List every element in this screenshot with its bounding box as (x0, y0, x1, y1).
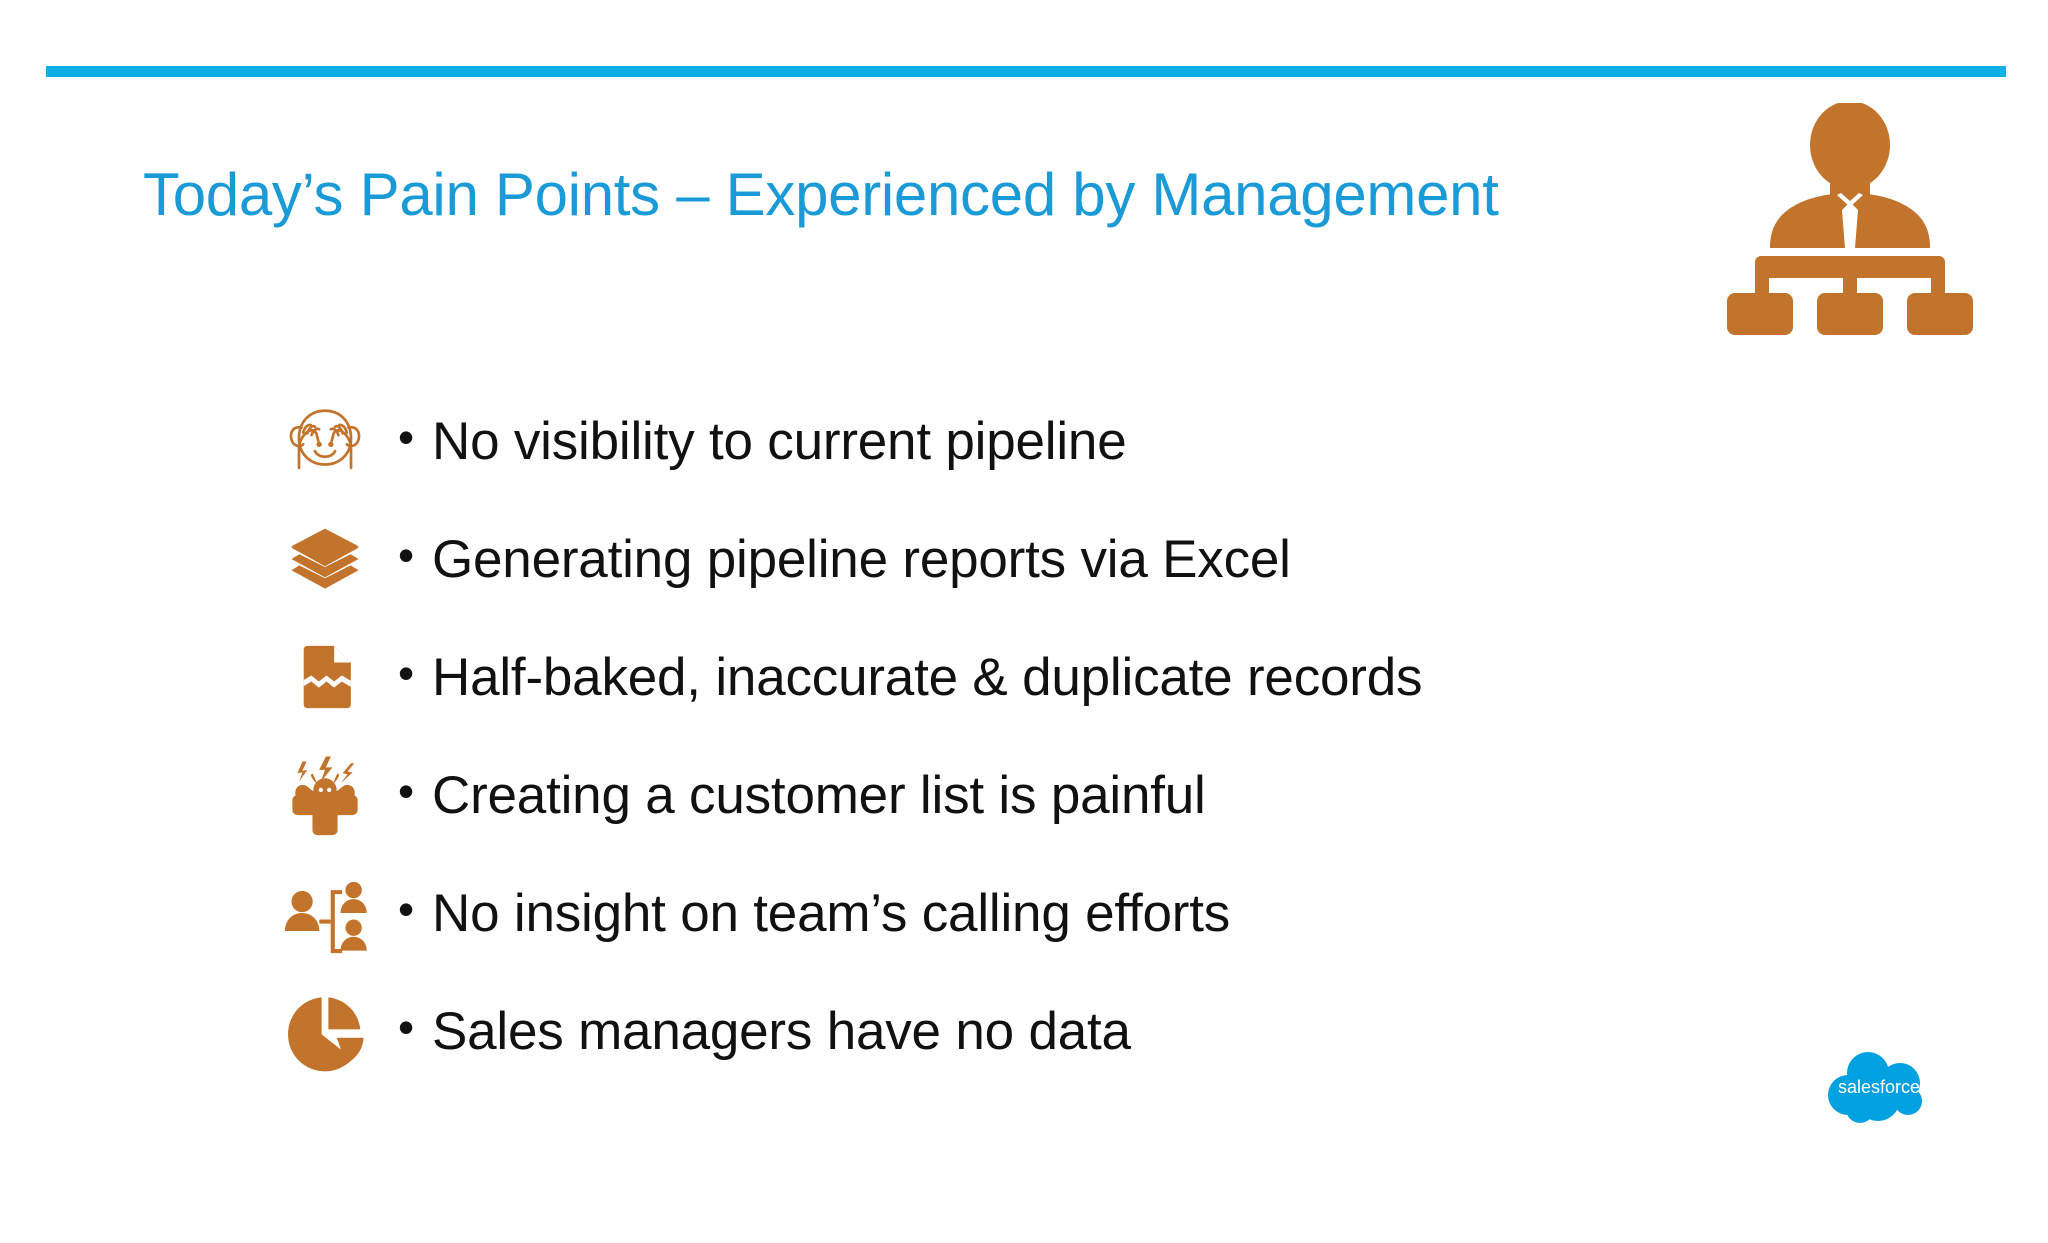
list-item: • Creating a customer list is painful (270, 736, 1770, 854)
frustrated-person-icon (270, 745, 380, 845)
torn-document-icon (270, 627, 380, 727)
list-item: • Sales managers have no data (270, 972, 1770, 1090)
list-item-label: No insight on team’s calling efforts (432, 883, 1231, 943)
list-item: • Half-baked, inaccurate & duplicate rec… (270, 618, 1770, 736)
list-item-label: Creating a customer list is painful (432, 765, 1206, 825)
list-item-label: Generating pipeline reports via Excel (432, 529, 1291, 589)
list-item-label: Sales managers have no data (432, 1001, 1131, 1061)
salesforce-logo: salesforce (1826, 1051, 1936, 1129)
salesforce-wordmark: salesforce (1838, 1077, 1920, 1097)
team-hierarchy-icon (270, 863, 380, 963)
stacked-layers-icon (270, 509, 380, 609)
bullet-marker: • (397, 411, 415, 463)
list-item-label: Half-baked, inaccurate & duplicate recor… (432, 647, 1423, 707)
list-item: • No visibility to current pipeline (270, 382, 1770, 500)
bullet-marker: • (397, 1001, 415, 1053)
see-no-evil-monkey-icon (270, 391, 380, 491)
list-item-label: No visibility to current pipeline (432, 411, 1127, 471)
bullet-marker: • (397, 765, 415, 817)
bullet-marker: • (397, 647, 415, 699)
top-accent-rule (46, 66, 2006, 77)
pain-points-list: • No visibility to current pipeline • Ge… (270, 382, 1770, 1090)
management-org-chart-icon (1725, 101, 1975, 335)
pie-chart-icon (270, 981, 380, 1081)
list-item: • Generating pipeline reports via Excel (270, 500, 1770, 618)
bullet-marker: • (397, 883, 415, 935)
page-title: Today’s Pain Points – Experienced by Man… (143, 161, 1499, 228)
bullet-marker: • (397, 529, 415, 581)
list-item: • No insight on team’s calling efforts (270, 854, 1770, 972)
